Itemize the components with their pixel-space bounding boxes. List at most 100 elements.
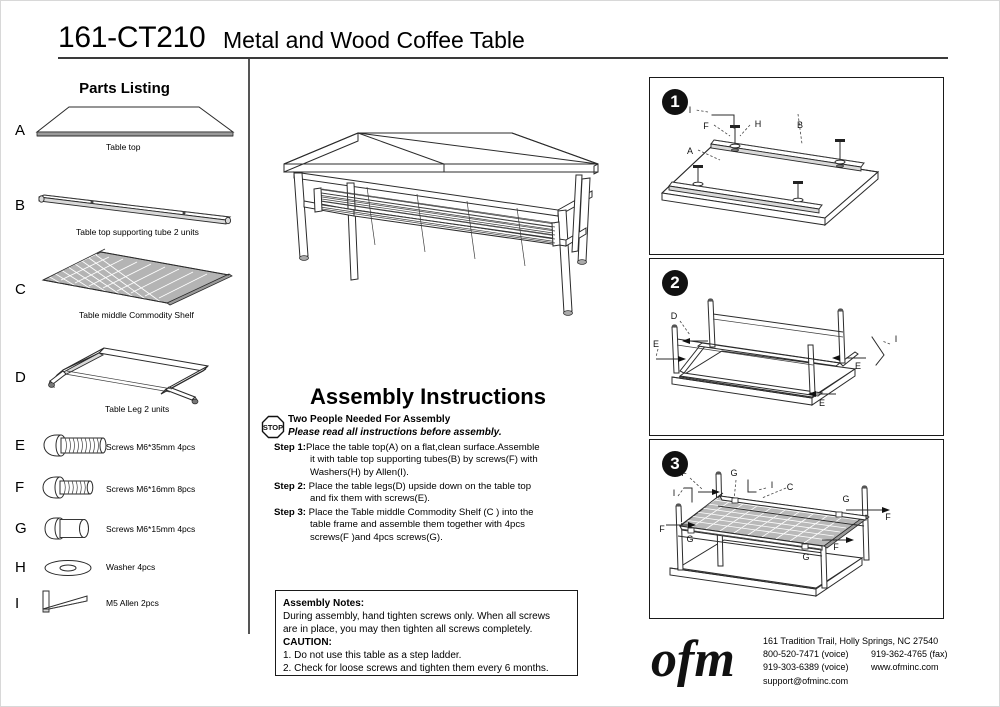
table-leg-frame-icon [41, 344, 231, 406]
company-phone-1: 800-520-7471 (voice) [763, 649, 849, 660]
step-3-text: Step 3: Place the Table middle Commodity… [274, 507, 604, 544]
assembly-notes-box: Assembly Notes: During assembly, hand ti… [275, 590, 578, 676]
part-row-b: B Table top supporting tube 2 units [1, 189, 248, 249]
callout-f-3c: F [659, 524, 665, 534]
part-caption-f: Screws M6*16mm 8pcs [106, 484, 196, 494]
callout-e-2a: E [653, 339, 659, 349]
company-website[interactable]: www.ofminc.com [871, 662, 939, 673]
part-row-g: G Screws M6*15mm 4pcs [1, 511, 248, 549]
parts-listing-title: Parts Listing [79, 80, 170, 97]
step-1-line-1: Place the table top(A) on a flat,clean s… [306, 442, 540, 453]
svg-text:STOP: STOP [263, 423, 283, 432]
company-email[interactable]: support@ofminc.com [763, 675, 849, 686]
step-2-line-1: Place the table legs(D) upside down on t… [306, 481, 532, 492]
step-1-text: Step 1:Place the table top(A) on a flat,… [274, 442, 604, 479]
support-tube-icon [34, 191, 234, 227]
part-caption-b: Table top supporting tube 2 units [76, 227, 199, 237]
step-3-line-1: Place the Table middle Commodity Shelf (… [306, 507, 534, 518]
part-letter-d: D [15, 369, 26, 386]
step-3-line-3: screws(F )and 4pcs screws(G). [310, 531, 443, 543]
company-address: 161 Tradition Trail, Holly Springs, NC 2… [763, 636, 939, 646]
step-1-line-2: it with table top supporting tubes(B) by… [310, 454, 538, 466]
callout-g-3b: G [842, 494, 849, 504]
callout-e-2c: E [819, 398, 825, 408]
step-2-label: Step 2: [274, 481, 306, 492]
part-caption-a: Table top [106, 142, 141, 152]
barrel-nut-icon [40, 515, 100, 543]
part-row-i: I M5 Allen 2pcs [1, 585, 248, 623]
header-divider-rule [58, 57, 948, 59]
callout-e-2b: E [855, 361, 861, 371]
product-model-code: 161-CT210 [58, 21, 206, 54]
callout-h-1: H [755, 119, 762, 129]
part-letter-a: A [15, 122, 26, 139]
company-phone-2: 919-303-6389 (voice) [763, 662, 849, 673]
caution-item-1: 1. Do not use this table as a step ladde… [283, 650, 462, 661]
part-caption-h: Washer 4pcs [106, 562, 156, 572]
part-row-c: C [1, 247, 248, 327]
assembly-instructions-heading: Assembly Instructions [310, 384, 546, 409]
part-row-a: A Table top [1, 103, 248, 161]
washer-icon [41, 558, 96, 578]
part-row-h: H Washer 4pcs [1, 551, 248, 583]
part-row-e: E Screws M6*35mm 4pcs [1, 429, 248, 467]
part-caption-e: Screws M6*35mm 4pcs [106, 442, 196, 452]
part-caption-g: Screws M6*15mm 4pcs [106, 524, 196, 534]
step-3-badge: 3 [662, 451, 688, 477]
caution-item-2: 2. Check for loose screws and tighten th… [283, 663, 549, 674]
product-title: Metal and Wood Coffee Table [223, 27, 525, 53]
part-letter-f: F [15, 479, 25, 496]
step-1-exploded-illustration: I F H B A [650, 78, 942, 254]
part-caption-d: Table Leg 2 units [105, 404, 170, 414]
step-3-diagram-panel: 3 [649, 439, 944, 619]
callout-f-3d: F [833, 542, 839, 552]
callout-g-3a: G [730, 468, 737, 478]
callout-i-2: I [895, 334, 898, 344]
main-illustration-and-instructions: Assembly Instructions STOP Two People Ne… [250, 59, 640, 659]
callout-c-3: C [787, 482, 794, 492]
assembly-notes-line-2: are in place, you may then tighten all s… [283, 624, 533, 635]
part-letter-g: G [15, 520, 27, 537]
callout-f-1: F [703, 121, 709, 131]
allen-key-icon [39, 589, 99, 617]
step-3-line-2: table frame and assemble them together w… [310, 519, 525, 531]
part-letter-c: C [15, 281, 26, 298]
callout-i-3a: I [673, 488, 676, 498]
part-letter-b: B [15, 197, 26, 214]
part-caption-c: Table middle Commodity Shelf [79, 310, 194, 320]
callout-b-1: B [797, 120, 803, 130]
caution-heading: CAUTION: [283, 637, 332, 648]
part-letter-h: H [15, 559, 26, 576]
read-instructions-warning: Please read all instructions before asse… [288, 427, 502, 438]
callout-a-1: A [687, 146, 693, 156]
parts-column-divider [248, 59, 250, 634]
step-2-diagram-panel: 2 [649, 258, 944, 436]
callout-f-3a: F [681, 468, 687, 478]
step-2-line-2: and fix them with screws(E). [310, 493, 430, 505]
step-1-diagram-panel: 1 [649, 77, 944, 255]
part-letter-i: I [15, 595, 20, 612]
step-2-text: Step 2: Place the table legs(D) upside d… [274, 481, 604, 506]
assembly-notes-heading: Assembly Notes: [283, 598, 365, 609]
part-row-f: F Screws M6*16mm 8pcs [1, 471, 248, 509]
part-row-d: D [1, 344, 248, 419]
callout-f-3b: F [885, 512, 891, 522]
two-people-warning: Two People Needed For Assembly [288, 414, 451, 425]
callout-g-3c: G [686, 534, 693, 544]
step-3-label: Step 3: [274, 507, 306, 518]
callout-g-3d: G [802, 552, 809, 562]
company-fax: 919-362-4765 (fax) [871, 649, 948, 660]
parts-listing-section: Parts Listing A Table top B [1, 59, 248, 639]
step-2-badge: 2 [662, 270, 688, 296]
assembly-notes-line-1: During assembly, hand tighten screws onl… [283, 611, 550, 622]
ofm-logo: ofm [649, 630, 759, 692]
part-caption-i: M5 Allen 2pcs [106, 598, 159, 608]
part-letter-e: E [15, 437, 26, 454]
step-1-line-3: Washers(H) by Allen(I). [310, 466, 409, 478]
step-3-exploded-illustration: F G I I C G F F G G F [650, 440, 942, 618]
step-1-badge: 1 [662, 89, 688, 115]
step-1-label: Step 1: [274, 442, 306, 453]
svg-text:ofm: ofm [651, 631, 735, 688]
callout-d-2: D [671, 311, 678, 321]
